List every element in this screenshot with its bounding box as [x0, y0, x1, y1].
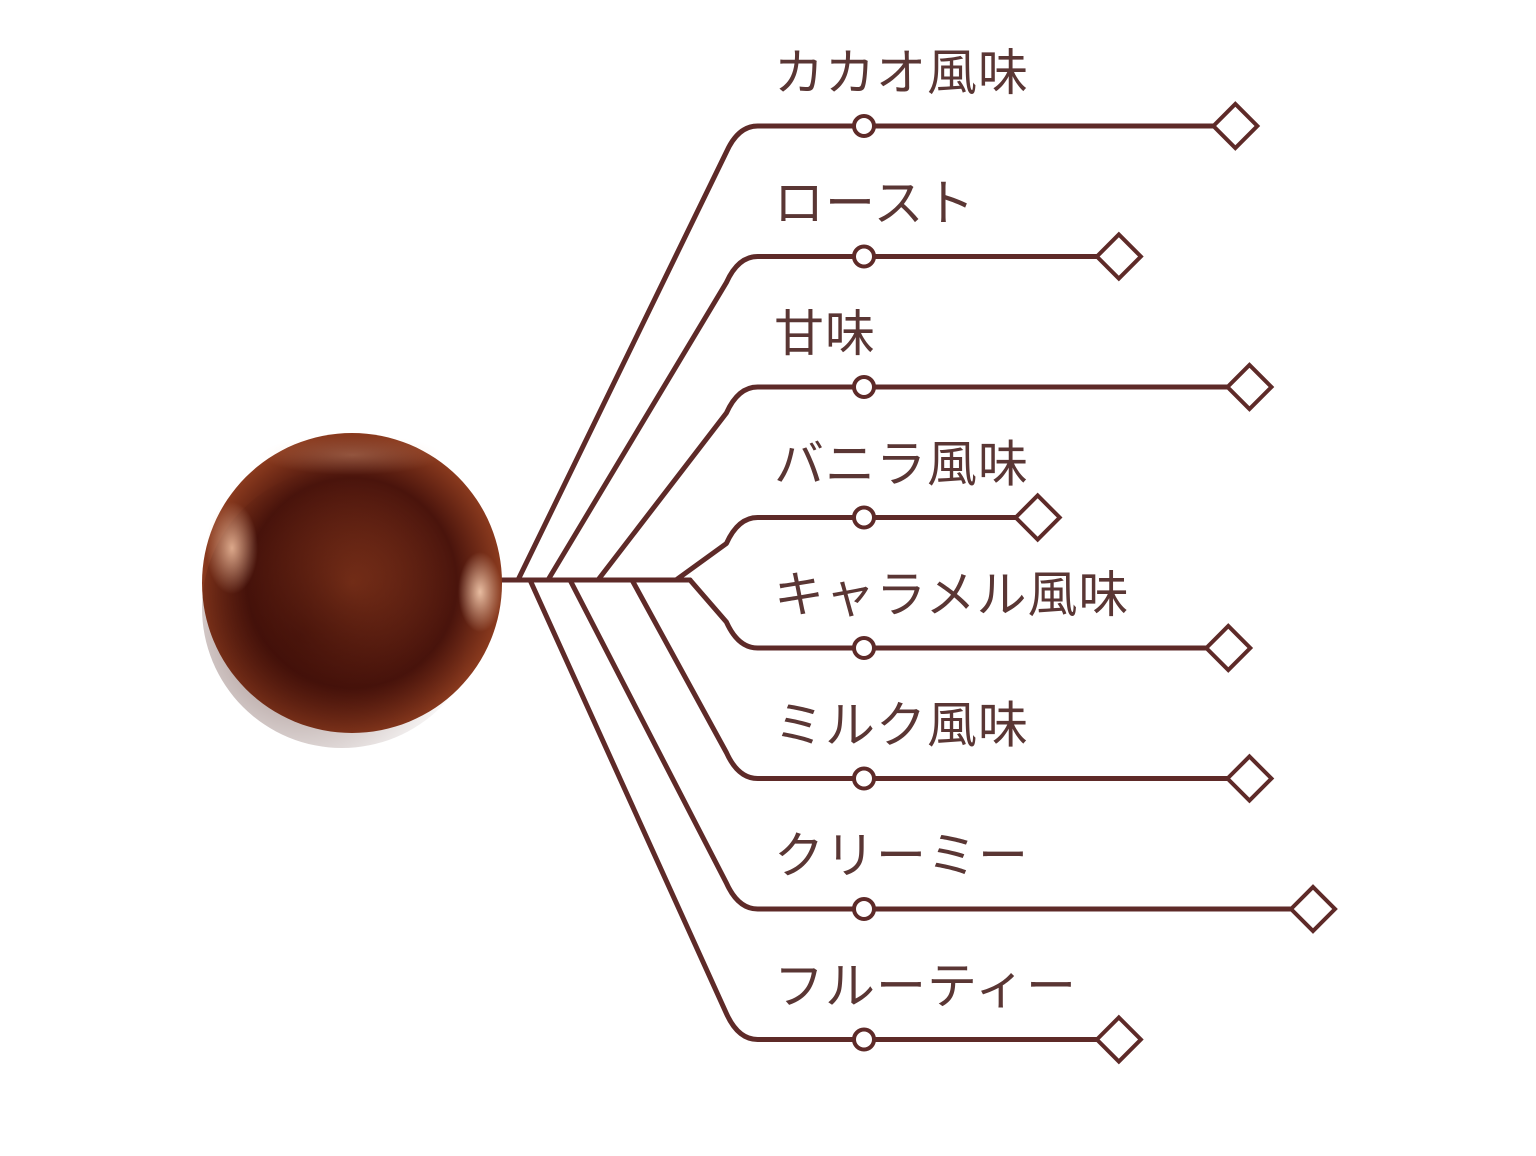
flavor-label: 甘味 [774, 305, 876, 363]
value-diamond-marker [1094, 1014, 1144, 1065]
start-dot-marker [852, 244, 876, 269]
branch-line [527, 577, 1100, 1042]
branch-line [673, 515, 1019, 583]
start-dot-marker [852, 1027, 876, 1052]
flavor-label: クリーミー [774, 827, 1029, 885]
flavor-label: カカオ風味 [774, 44, 1029, 102]
chocolate-ball-icon [202, 433, 502, 748]
start-dot-marker [852, 375, 876, 399]
value-diamond-marker [1094, 231, 1144, 282]
start-dot-marker [852, 114, 876, 138]
branch-line [629, 577, 1230, 781]
value-diamond-marker [1210, 101, 1261, 151]
branch-line [567, 577, 1294, 912]
start-dot-marker [852, 897, 876, 921]
value-diamond-marker [1224, 362, 1275, 412]
flavor-label: バニラ風味 [774, 436, 1029, 494]
start-dot-marker [852, 505, 876, 530]
value-diamond-marker [1203, 623, 1254, 673]
flavor-label: フルーティー [774, 958, 1077, 1016]
branch-line [595, 384, 1230, 583]
flavor-label: キャラメル風味 [774, 566, 1130, 624]
branch-line [687, 577, 1209, 651]
value-diamond-marker [1012, 492, 1063, 543]
branch-line [545, 254, 1100, 583]
value-diamond-marker [1224, 753, 1275, 804]
value-diamond-marker [1288, 884, 1338, 934]
start-dot-marker [852, 636, 876, 660]
start-dot-marker [852, 766, 876, 791]
flavor-label: ロースト [774, 175, 976, 233]
flavor-label: ミルク風味 [774, 697, 1029, 755]
branch-line [515, 123, 1216, 583]
